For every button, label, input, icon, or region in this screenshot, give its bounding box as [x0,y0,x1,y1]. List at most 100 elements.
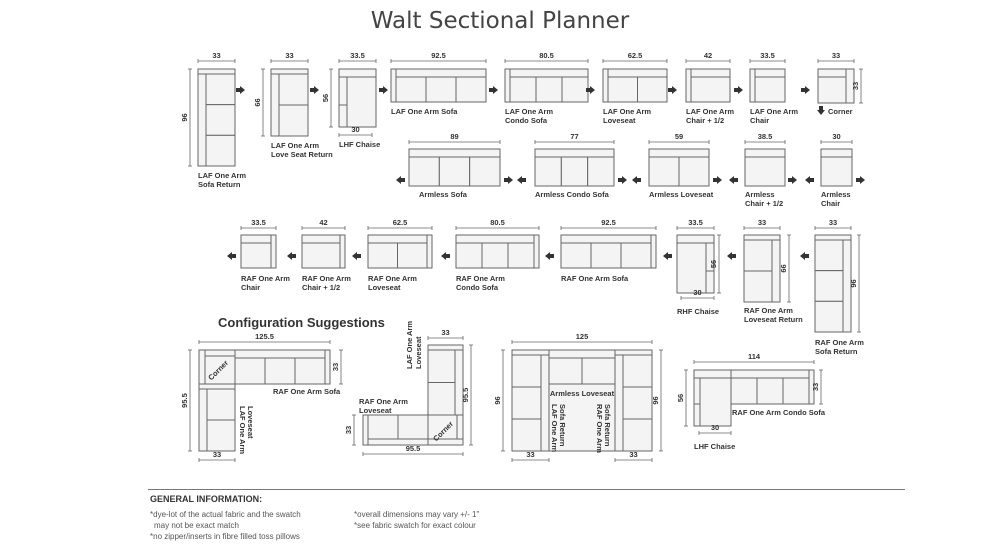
arrow-head [817,106,825,115]
seat-cushion [754,76,786,103]
dimension-label: 56 [321,94,330,102]
dimension-label: 30 [693,288,701,297]
page-title: Walt Sectional Planner [370,8,630,34]
label-text: LAF One Arm [603,107,651,116]
seat-cushion [560,242,592,269]
dimension-label: 33.5 [688,218,703,227]
return-arm-top [427,344,464,351]
corner-back-side [198,349,206,385]
chaise-arm [338,76,348,106]
dimension-label: 59 [675,132,683,141]
sofa-back [395,68,487,78]
label-text: RAF One Arm [368,274,417,283]
sofa-back [534,148,615,158]
arrow-down-icon [817,106,825,115]
label-text: RAF One Arm [744,306,793,315]
arrow-head [713,176,722,184]
label-text: RAF One Arm [359,397,408,406]
label-text: Love Seat Return [271,150,333,159]
arrow-head [801,86,810,94]
dimension-label: 80.5 [490,218,505,227]
seat-cushion [814,300,844,333]
seat-cushion [620,242,652,269]
dimension-label: 125 [576,332,589,341]
dimension-label: 125.5 [255,332,274,341]
label-text: Chair [821,199,840,208]
seat-cushion [730,377,758,405]
return-back [540,354,550,452]
note-line: may not be exact match [154,521,239,530]
sofa-arm [270,234,277,269]
dimension-label: 62.5 [628,51,643,60]
dimension-label: 33 [213,450,221,459]
arrow-head [441,252,450,260]
label-text: LHF Chaise [339,140,380,149]
seat-cushion [234,357,266,385]
arrow-head [545,252,554,260]
arrow-right-icon [489,86,498,94]
seat-cushion [301,242,341,269]
return-arm-top [814,234,852,241]
seat-cushion [240,242,272,269]
arrow-head [788,176,797,184]
arrow-head [856,176,865,184]
return-back [198,388,208,452]
return-arm-top [743,234,781,241]
sofa-back [240,234,272,244]
dimension-label: 42 [704,51,712,60]
seat-cushion [743,239,773,272]
label-text: LAF One Arm [750,107,798,116]
arrow-left-icon [800,252,809,260]
arrow-right-icon [379,86,388,94]
arrow-right-icon [236,86,245,94]
seat-cushion [561,76,589,103]
seat-cushion [511,418,542,452]
arrow-head [396,176,405,184]
sofa-back [754,68,786,78]
label-text: RAF One Arm [241,274,290,283]
seat-cushion [548,357,583,385]
seat-cushion [534,156,562,187]
arrow-head [352,252,361,260]
seat-cushion [408,156,440,187]
dimension-label: 96 [493,396,502,404]
label-text: RAF One Arm [815,338,864,347]
return-back [197,73,207,167]
seat-cushion [264,357,296,385]
dimension-label: 33 [758,218,766,227]
seat-cushion [690,76,731,103]
loveseat-arm [362,414,369,446]
arrow-head [805,176,814,184]
seat-cushion [469,156,501,187]
label-text: Chair + 1/2 [302,283,340,292]
arrow-left-icon [396,176,405,184]
label-text: Loveseat [359,406,392,415]
seat-cushion [511,354,542,388]
arrow-right-icon [801,86,810,94]
seat-cushion [397,242,428,269]
arrow-left-icon [805,176,814,184]
seat-cushion [294,357,326,385]
seat-cushion [427,349,456,383]
dimension-label: 33 [629,450,637,459]
label-text: Sofa Return [198,180,241,189]
seat-cushion [678,156,710,187]
label-text: LAF One Arm [198,171,246,180]
dimension-label: 33 [832,51,840,60]
sofa-arm [339,234,346,269]
label-text: LAF One Arm [550,404,559,452]
dimension-label: 96 [651,396,660,404]
seat-cushion [367,242,398,269]
sofa-arm [650,234,657,269]
seat-cushion [622,386,653,420]
seat-cushion [820,156,853,187]
arrow-head [379,86,388,94]
sofa-back [367,234,428,244]
